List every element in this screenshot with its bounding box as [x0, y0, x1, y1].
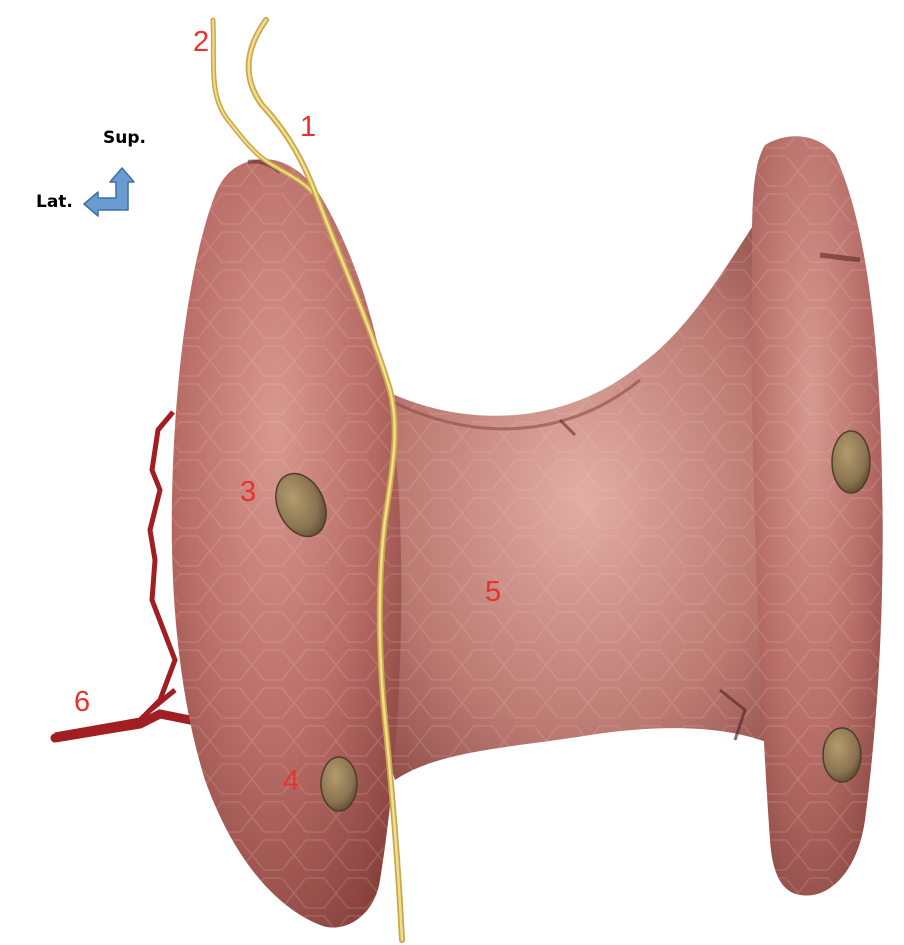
parathyroid-gland-right-upper: [832, 431, 870, 493]
isthmus: [365, 215, 800, 780]
lateral-label: Lat.: [36, 194, 73, 211]
callout-3: 3: [240, 478, 256, 507]
superior-label: Sup.: [103, 130, 146, 147]
callout-5: 5: [485, 578, 501, 607]
callout-2: 2: [193, 28, 209, 57]
right-lobe: [752, 136, 883, 895]
left-lobe: [172, 159, 402, 927]
callout-1: 1: [300, 113, 316, 142]
callout-6: 6: [74, 688, 90, 717]
callout-4: 4: [283, 767, 299, 796]
parathyroid-gland-right-lower: [823, 728, 861, 782]
parathyroid-gland-4: [321, 757, 357, 811]
corner-up-left-arrow-icon: [84, 168, 134, 216]
